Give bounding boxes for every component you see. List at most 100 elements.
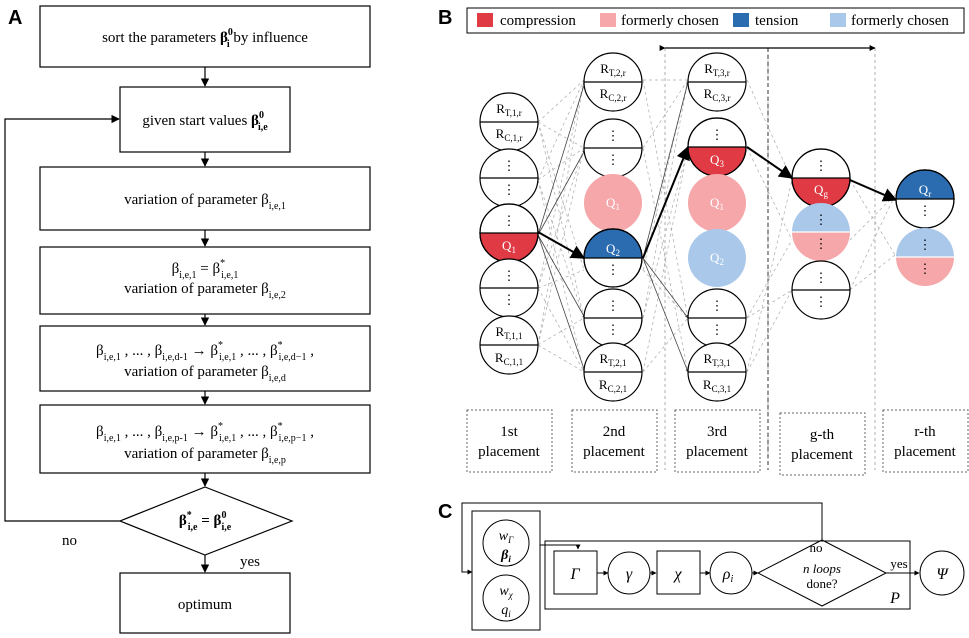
w-gamma-beta-circle (482, 519, 530, 567)
legend-label-tension: tension (755, 13, 799, 29)
svg-text:RC,1,r: RC,1,r (496, 126, 523, 143)
node-c3-q2-former (688, 229, 746, 287)
svg-text:RT,3,r: RT,3,r (704, 61, 730, 78)
variation2-line2: variation of parameter βi,e,2 (124, 281, 286, 301)
legend-swatch-tension (733, 13, 749, 27)
svg-text:RT,3,1: RT,3,1 (703, 351, 730, 368)
svg-text:χ: χ (672, 566, 682, 583)
svg-text:γ: γ (626, 566, 633, 583)
variation-d-line2: variation of parameter βi,e,d (124, 364, 286, 384)
svg-text:⋮: ⋮ (607, 152, 620, 167)
svg-text:Ψ: Ψ (936, 566, 949, 583)
svg-text:RC,3,1: RC,3,1 (703, 377, 731, 394)
legend-label-formerly-blue: formerly chosen (851, 13, 949, 29)
node-labels: RT,1,r RC,1,r ⋮⋮ ⋮ Q1 ⋮⋮ RT,1,1 RC,1,1 R… (495, 61, 932, 394)
placement-box-2 (571, 409, 658, 473)
svg-text:βi: βi (500, 548, 511, 564)
svg-text:⋮: ⋮ (919, 203, 932, 218)
svg-text:wχ: wχ (499, 584, 513, 600)
optimum-box (119, 572, 291, 634)
svg-text:qi: qi (501, 603, 511, 619)
placement-boxes (466, 409, 969, 476)
legend: compression formerly chosen tension form… (466, 7, 965, 34)
placement-box-1 (466, 409, 553, 473)
placement-box-r (882, 409, 969, 473)
legend-label-compression: compression (500, 13, 576, 29)
panel-label-a: A (8, 7, 22, 29)
svg-text:Q3: Q3 (710, 152, 724, 169)
svg-text:RT,2,r: RT,2,r (600, 61, 626, 78)
svg-text:Q2: Q2 (710, 250, 724, 267)
svg-text:⋮: ⋮ (503, 213, 516, 228)
node-r-former-blue (896, 228, 954, 257)
svg-text:⋮: ⋮ (607, 262, 620, 277)
panel-label-b: B (438, 7, 452, 29)
candidate-connections (537, 79, 896, 373)
column-1 (479, 92, 539, 375)
svg-text:Γ: Γ (569, 566, 580, 583)
column-3 (687, 52, 747, 402)
svg-text:3rd: 3rd (707, 424, 727, 440)
variation-p-line2: variation of parameter βi,e,p (124, 446, 286, 466)
svg-text:Q1: Q1 (502, 238, 516, 255)
column-g (791, 148, 851, 320)
optimum-text: optimum (178, 597, 233, 613)
svg-text:2nd: 2nd (603, 424, 626, 440)
node-r-former-red (896, 257, 954, 286)
svg-text:RT,2,1: RT,2,1 (599, 351, 626, 368)
legend-swatch-formerly-red (600, 13, 616, 27)
inputs-box (471, 510, 541, 631)
process-box-P (544, 540, 911, 610)
svg-text:no: no (810, 540, 823, 555)
svg-text:⋮: ⋮ (503, 158, 516, 173)
svg-text:⋮: ⋮ (607, 298, 620, 313)
svg-text:⋮: ⋮ (815, 294, 828, 309)
yes-label: yes (240, 554, 260, 570)
svg-text:RT,1,1: RT,1,1 (495, 324, 522, 341)
svg-text:⋮: ⋮ (607, 322, 620, 337)
no-label: no (62, 533, 77, 549)
svg-text:Qg: Qg (814, 182, 828, 199)
svg-text:⋮: ⋮ (503, 182, 516, 197)
svg-text:placement: placement (894, 444, 956, 460)
svg-text:⋮: ⋮ (607, 128, 620, 143)
svg-text:⋮: ⋮ (815, 158, 828, 173)
placement-box-g (779, 412, 866, 476)
svg-text:Q2: Q2 (606, 241, 620, 258)
legend-swatch-compression (477, 13, 493, 27)
variation-p-line1: βi,e,1 , ... , βi,e,p-1 → β*i,e,1 , ... … (96, 421, 314, 444)
svg-text:RC,3,r: RC,3,r (704, 86, 731, 103)
svg-text:placement: placement (478, 444, 540, 460)
svg-text:⋮: ⋮ (711, 322, 724, 337)
svg-text:Q1: Q1 (606, 195, 620, 212)
node-c2-q1-former (584, 174, 642, 232)
variation1-text: variation of parameter βi,e,1 (124, 192, 286, 212)
svg-text:placement: placement (686, 444, 748, 460)
rho-circle (709, 551, 753, 595)
svg-text:ρi: ρi (722, 566, 734, 585)
svg-text:done?: done? (806, 576, 837, 591)
variation2-line1: βi,e,1 = β*i,e,1 (172, 258, 239, 281)
svg-text:RC,2,r: RC,2,r (600, 86, 627, 103)
svg-text:P: P (889, 590, 900, 607)
svg-text:⋮: ⋮ (503, 292, 516, 307)
svg-text:RC,2,1: RC,2,1 (599, 377, 627, 394)
svg-text:RC,1,1: RC,1,1 (495, 350, 523, 367)
panel-c-diagram (461, 502, 965, 631)
panel-label-c: C (438, 501, 452, 523)
svg-text:g-th: g-th (810, 427, 835, 443)
svg-text:⋮: ⋮ (919, 261, 932, 276)
psi-circle (919, 550, 965, 596)
svg-text:Qr: Qr (919, 182, 931, 199)
svg-text:⋮: ⋮ (711, 298, 724, 313)
w-chi-q-circle (482, 574, 530, 622)
node-g-former-red (792, 232, 850, 261)
svg-text:r-th: r-th (914, 424, 936, 440)
placement-box-3 (674, 409, 761, 473)
svg-text:⋮: ⋮ (919, 237, 932, 252)
